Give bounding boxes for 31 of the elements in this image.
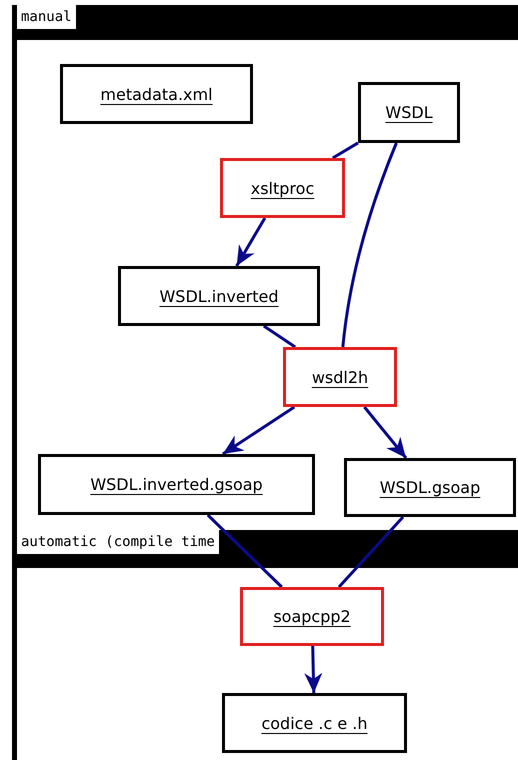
- file-box: [222, 693, 407, 753]
- connector-line: [262, 324, 296, 348]
- connector-line: [332, 142, 359, 160]
- connector-line: [338, 516, 404, 588]
- arrow: [235, 217, 266, 267]
- process-box: [220, 158, 345, 218]
- group-label: manual: [17, 5, 76, 29]
- file-name: WSDL.gsoap: [380, 478, 480, 497]
- file-name: WSDL: [385, 103, 433, 122]
- group-panel: [12, 530, 518, 760]
- file-box: [344, 458, 516, 517]
- file-name: WSDL.inverted: [159, 286, 279, 306]
- connector-line: [341, 142, 398, 348]
- arrow: [304, 646, 322, 694]
- process-box: [283, 347, 397, 407]
- file-name: wsdl2h: [312, 368, 368, 386]
- arrow: [363, 406, 408, 459]
- file-name: soapcpp2: [273, 607, 351, 626]
- arrow: [222, 406, 296, 456]
- connector-line: [206, 514, 283, 588]
- file-box: [118, 266, 320, 326]
- group-label: automatic (compile time: [17, 530, 219, 554]
- file-name: metadata.xml: [100, 84, 213, 104]
- file-box: [358, 82, 460, 143]
- group-panel: [12, 5, 518, 530]
- file-box: [60, 64, 253, 124]
- file-box: [38, 454, 315, 515]
- file-name: WSDL.inverted.gsoap: [90, 475, 263, 494]
- file-name: codice .c e .h: [261, 714, 368, 732]
- process-box: [240, 587, 384, 646]
- file-name: xsltproc: [250, 178, 314, 198]
